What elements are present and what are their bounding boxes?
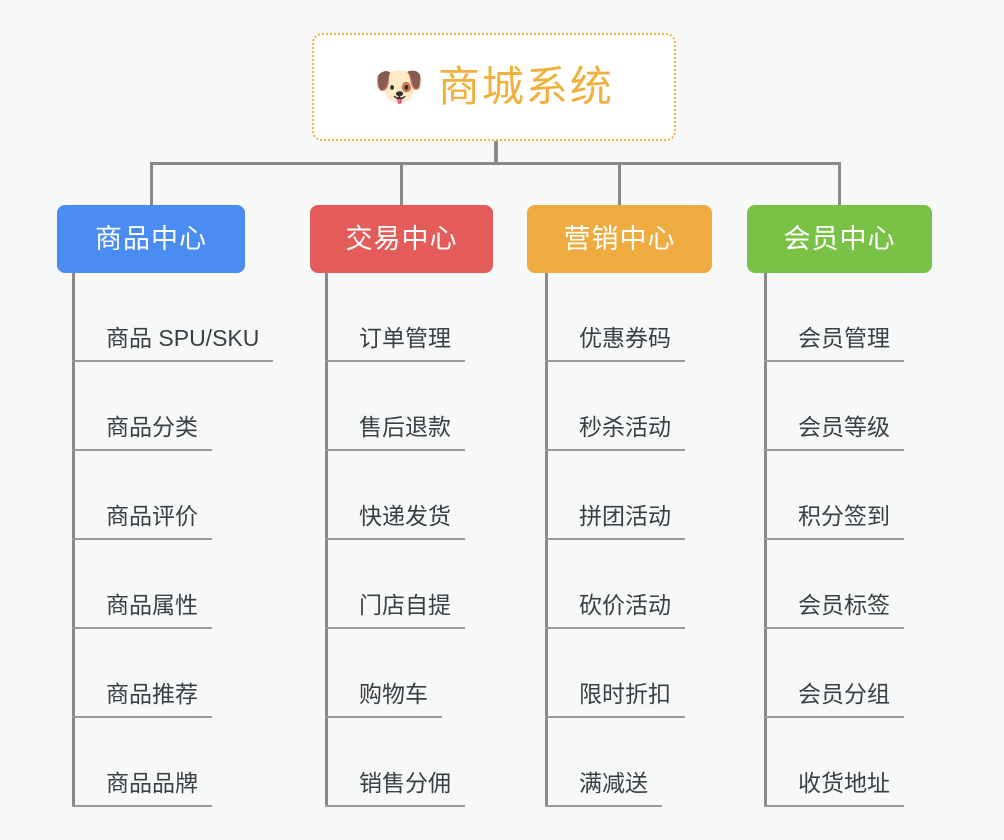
leaf-item-label: 快递发货 <box>359 503 451 529</box>
leaf-item-rule <box>325 449 465 451</box>
leaf-item-rule <box>72 538 212 540</box>
leaf-item-rule <box>325 538 465 540</box>
leaf-item-label: 会员分组 <box>798 681 890 707</box>
leaf-item-label: 秒杀活动 <box>579 414 671 440</box>
leaf-item-rule <box>764 716 904 718</box>
branch-header-3[interactable]: 会员中心 <box>747 205 932 273</box>
leaf-item-label: 商品属性 <box>106 592 198 618</box>
leaf-item-label: 商品 SPU/SKU <box>106 325 260 351</box>
connector-drop-branch-2 <box>618 162 621 205</box>
connector-drop-branch-1 <box>400 162 403 205</box>
shiba-inu-dog-face-icon: 🐶 <box>374 65 424 109</box>
leaf-item-rule <box>764 538 904 540</box>
leaf-item-rule <box>545 627 685 629</box>
connector-bus-bar <box>150 162 840 165</box>
branch-header-2[interactable]: 营销中心 <box>527 205 712 273</box>
branch-header-0[interactable]: 商品中心 <box>57 205 245 273</box>
connector-trunk-2 <box>545 273 548 807</box>
branch-header-label: 会员中心 <box>783 223 896 254</box>
leaf-item-rule <box>545 449 685 451</box>
branch-header-label: 商品中心 <box>95 223 207 254</box>
leaf-item-rule <box>545 716 685 718</box>
connector-trunk-3 <box>764 273 767 807</box>
leaf-item-label: 优惠券码 <box>579 325 671 351</box>
leaf-item-label: 满减送 <box>579 770 648 796</box>
leaf-item-rule <box>72 449 212 451</box>
leaf-item-label: 拼团活动 <box>579 503 671 529</box>
leaf-item-label: 收货地址 <box>798 770 890 796</box>
connector-trunk-0 <box>72 273 75 807</box>
leaf-item-rule <box>764 449 904 451</box>
root-node-title: 商城系统 <box>437 63 614 110</box>
leaf-item-label: 会员管理 <box>798 325 890 351</box>
leaf-item-label: 砍价活动 <box>579 592 671 618</box>
leaf-item-label: 订单管理 <box>359 325 451 351</box>
leaf-item-label: 门店自提 <box>359 592 451 618</box>
leaf-item-rule <box>72 627 212 629</box>
leaf-item-label: 会员等级 <box>798 414 890 440</box>
leaf-item-label: 商品推荐 <box>106 681 198 707</box>
leaf-item-rule <box>325 360 465 362</box>
leaf-item-label: 商品品牌 <box>106 770 198 796</box>
leaf-item-label: 商品分类 <box>106 414 198 440</box>
leaf-item-label: 会员标签 <box>798 592 890 618</box>
leaf-item-rule <box>72 716 212 718</box>
leaf-item-rule <box>325 627 465 629</box>
connector-root-stem <box>494 141 498 164</box>
leaf-item-rule <box>545 360 685 362</box>
leaf-item-rule <box>764 360 904 362</box>
branch-header-label: 交易中心 <box>345 223 458 254</box>
leaf-item-rule <box>325 716 442 718</box>
leaf-item-label: 限时折扣 <box>579 681 671 707</box>
branch-header-label: 营销中心 <box>563 223 676 254</box>
leaf-item-label: 积分签到 <box>798 503 890 529</box>
leaf-item-rule <box>545 805 662 807</box>
leaf-item-rule <box>545 538 685 540</box>
leaf-item-rule <box>325 805 465 807</box>
connector-drop-branch-3 <box>838 162 841 205</box>
branch-header-1[interactable]: 交易中心 <box>310 205 493 273</box>
leaf-item-label: 售后退款 <box>359 414 451 440</box>
leaf-item-label: 销售分佣 <box>359 770 451 796</box>
leaf-item-label: 购物车 <box>359 681 428 707</box>
leaf-item-label: 商品评价 <box>106 503 198 529</box>
leaf-item-rule <box>764 627 904 629</box>
connector-drop-branch-0 <box>150 162 153 205</box>
leaf-item-rule <box>72 360 273 362</box>
root-node-shopping-mall-system[interactable]: 🐶 商城系统 <box>312 33 676 141</box>
leaf-item-rule <box>72 805 212 807</box>
leaf-item-rule <box>764 805 904 807</box>
connector-trunk-1 <box>325 273 328 807</box>
